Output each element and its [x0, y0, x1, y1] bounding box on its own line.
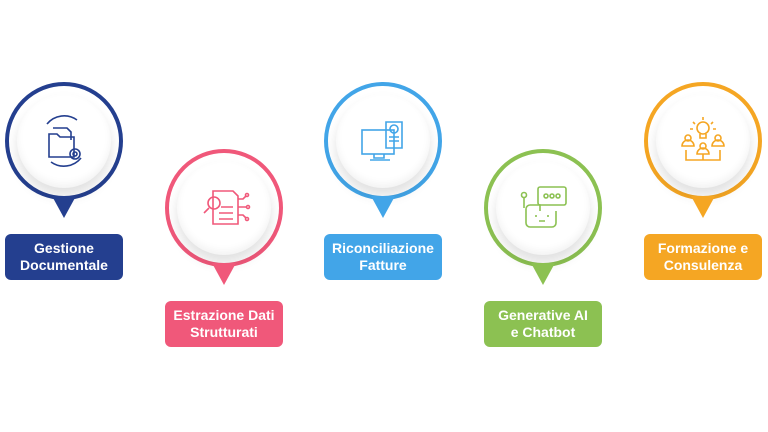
chatbot-icon — [520, 186, 567, 228]
label-line1: Gestione — [34, 240, 94, 256]
folder-gear-icon — [46, 115, 82, 167]
item-formazione-consulenza: Formazione e Consulenza — [638, 82, 768, 362]
item-riconciliazione-fatture: Riconciliazione Fatture — [318, 82, 448, 362]
label-line1: Formazione e — [657, 240, 749, 256]
label-line1: Generative AI — [498, 307, 588, 323]
label-line2: Fatture — [359, 257, 407, 273]
label-line2: e Chatbot — [510, 324, 576, 340]
label-line2: Strutturati — [190, 324, 258, 340]
item-generative-ai: Generative AI e Chatbot — [478, 149, 608, 429]
label-line1: Estrazione Dati — [173, 307, 275, 323]
document-search-icon — [203, 190, 251, 225]
label-line1: Riconciliazione — [332, 240, 434, 256]
team-idea-icon — [681, 117, 725, 161]
item-gestione-documentale: Gestione Documentale — [0, 82, 129, 362]
monitor-invoice-icon — [361, 121, 403, 161]
pin-circle — [5, 82, 123, 200]
label-line2: Documentale — [20, 257, 108, 273]
item-estrazione-dati: Estrazione Dati Strutturati — [159, 149, 289, 429]
label-line2: Consulenza — [663, 257, 743, 273]
